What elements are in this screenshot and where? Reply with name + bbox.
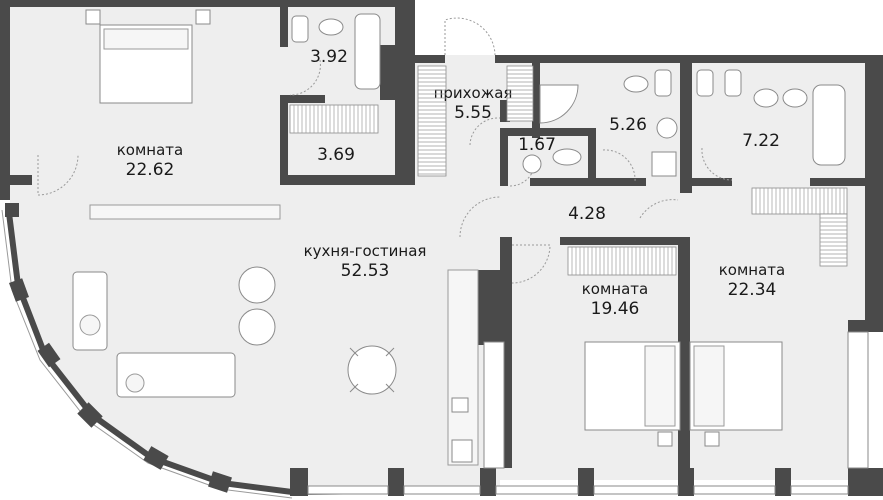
- room-name-living-kitchen: кухня-гостиная: [304, 242, 427, 260]
- room-area-bedroom-1: 22.62: [126, 160, 175, 180]
- room-name-bedroom-3: комната: [719, 261, 785, 279]
- room-area-toilet: 1.67: [518, 135, 556, 155]
- room-area-bathroom-3: 7.22: [742, 131, 780, 151]
- room-area-bathroom-2: 5.26: [609, 115, 647, 135]
- windows: [307, 331, 869, 495]
- room-name-hallway: прихожая: [434, 84, 513, 102]
- room-labels: комната 22.62 3.92 3.69 прихожая 5.55 1.…: [117, 47, 785, 319]
- room-area-bedroom-3: 22.34: [728, 280, 777, 300]
- room-name-bedroom-2: комната: [582, 280, 648, 298]
- furniture: [72, 9, 846, 466]
- room-area-corridor: 4.28: [568, 204, 606, 224]
- room-area-bathroom-1: 3.92: [310, 47, 348, 67]
- room-area-living-kitchen: 52.53: [341, 261, 390, 281]
- room-area-wardrobe-1: 3.69: [317, 145, 355, 165]
- room-area-bedroom-2: 19.46: [591, 299, 640, 319]
- doors: [37, 17, 733, 284]
- room-name-bedroom-1: комната: [117, 141, 183, 159]
- room-area-hallway: 5.55: [454, 103, 492, 123]
